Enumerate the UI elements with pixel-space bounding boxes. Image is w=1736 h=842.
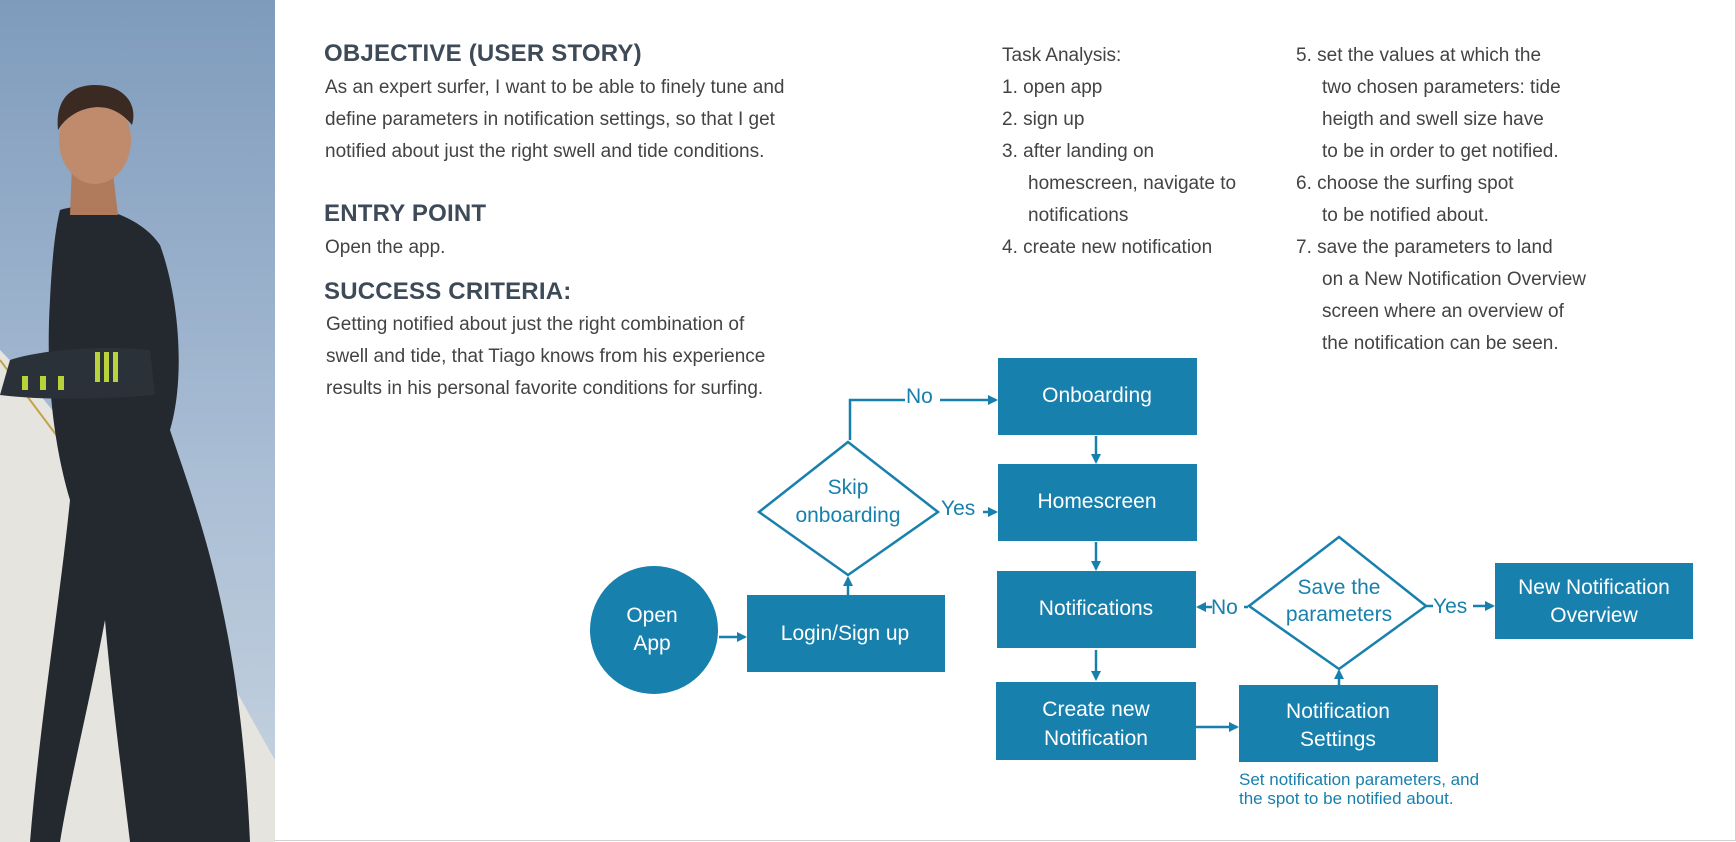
settings-note: Set notification parameters, and <box>1239 770 1479 789</box>
task-step: heigth and swell size have <box>1322 109 1544 130</box>
success-criteria-text: Getting notified about just the right co… <box>326 309 765 405</box>
flow-connectors <box>719 395 1495 732</box>
task-step: 4. create new notification <box>1002 237 1213 258</box>
save-parameters-decision: Save the parameters <box>1246 535 1429 671</box>
task-analysis-col2: 5. set the values at which the two chose… <box>1296 40 1586 360</box>
objective-heading: OBJECTIVE (USER STORY) <box>324 40 642 67</box>
notifications-label: Notifications <box>1039 597 1153 620</box>
notification-overview-label: New Notification <box>1518 576 1670 599</box>
save-parameters-label: Save the <box>1298 576 1381 599</box>
edge-label-no: No <box>906 385 933 408</box>
task-step: 7. save the parameters to land <box>1296 237 1553 258</box>
homescreen-label: Homescreen <box>1037 490 1156 513</box>
task-step: 1. open app <box>1002 77 1103 98</box>
open-app-label: Open <box>626 604 677 627</box>
task-step: to be notified about. <box>1322 205 1489 226</box>
task-analysis-col1: Task Analysis: 1. open app 2. sign up 3.… <box>1002 40 1236 264</box>
open-app-node: Open App <box>590 566 718 694</box>
objective-line: define parameters in notification settin… <box>325 109 775 130</box>
create-notification-label: Notification <box>1044 727 1148 750</box>
onboarding-label: Onboarding <box>1042 384 1152 407</box>
edge-label-no: No <box>1211 596 1238 619</box>
notification-settings-node: Notification Settings <box>1239 685 1438 762</box>
task-step: to be in order to get notified. <box>1322 141 1559 162</box>
connector-skip-no <box>848 398 905 440</box>
notifications-node: Notifications <box>997 571 1196 648</box>
entry-point-text: Open the app. <box>325 232 445 264</box>
edge-label-yes: Yes <box>1433 595 1467 618</box>
task-step: 3. after landing on <box>1002 141 1155 162</box>
task-step: homescreen, navigate to <box>1028 173 1237 194</box>
task-step: notifications <box>1028 205 1129 226</box>
task-analysis-title: Task Analysis: <box>1002 45 1122 66</box>
task-step: 6. choose the surfing spot <box>1296 173 1514 194</box>
login-node: Login/Sign up <box>747 595 945 672</box>
surfer-photo <box>0 0 275 842</box>
settings-note: the spot to be notified about. <box>1239 789 1454 808</box>
success-criteria-line: Getting notified about just the right co… <box>326 314 745 335</box>
entry-point-line: Open the app. <box>325 237 446 258</box>
task-step: screen where an overview of <box>1322 301 1564 322</box>
task-step: 2. sign up <box>1002 109 1085 130</box>
success-criteria-line: swell and tide, that Tiago knows from hi… <box>326 346 766 367</box>
skip-onboarding-label: Skip <box>828 476 869 499</box>
notification-overview-node: New Notification Overview <box>1495 563 1693 639</box>
create-notification-node: Create new Notification <box>996 682 1196 760</box>
open-app-label: App <box>633 632 670 655</box>
task-step: two chosen parameters: tide <box>1322 77 1561 98</box>
onboarding-node: Onboarding <box>998 358 1197 435</box>
create-notification-label: Create new <box>1042 698 1150 721</box>
success-criteria-heading: SUCCESS CRITERIA: <box>324 278 572 305</box>
homescreen-node: Homescreen <box>998 464 1197 541</box>
objective-line: notified about just the right swell and … <box>325 141 765 162</box>
task-step: on a New Notification Overview <box>1322 269 1586 290</box>
notification-settings-label: Settings <box>1300 728 1376 751</box>
entry-point-heading: ENTRY POINT <box>324 200 487 227</box>
save-parameters-label: parameters <box>1286 603 1392 626</box>
task-step: 5. set the values at which the <box>1296 45 1542 66</box>
success-criteria-line: results in his personal favorite conditi… <box>326 378 764 399</box>
objective-text: As an expert surfer, I want to be able t… <box>325 72 784 168</box>
edge-label-yes: Yes <box>941 497 975 520</box>
objective-line: As an expert surfer, I want to be able t… <box>325 77 785 98</box>
login-label: Login/Sign up <box>781 622 909 645</box>
notification-settings-label: Notification <box>1286 700 1390 723</box>
notification-overview-label: Overview <box>1550 604 1638 627</box>
skip-onboarding-label: onboarding <box>795 504 900 527</box>
skip-onboarding-decision: Skip onboarding <box>756 440 941 577</box>
task-step: the notification can be seen. <box>1322 333 1559 354</box>
